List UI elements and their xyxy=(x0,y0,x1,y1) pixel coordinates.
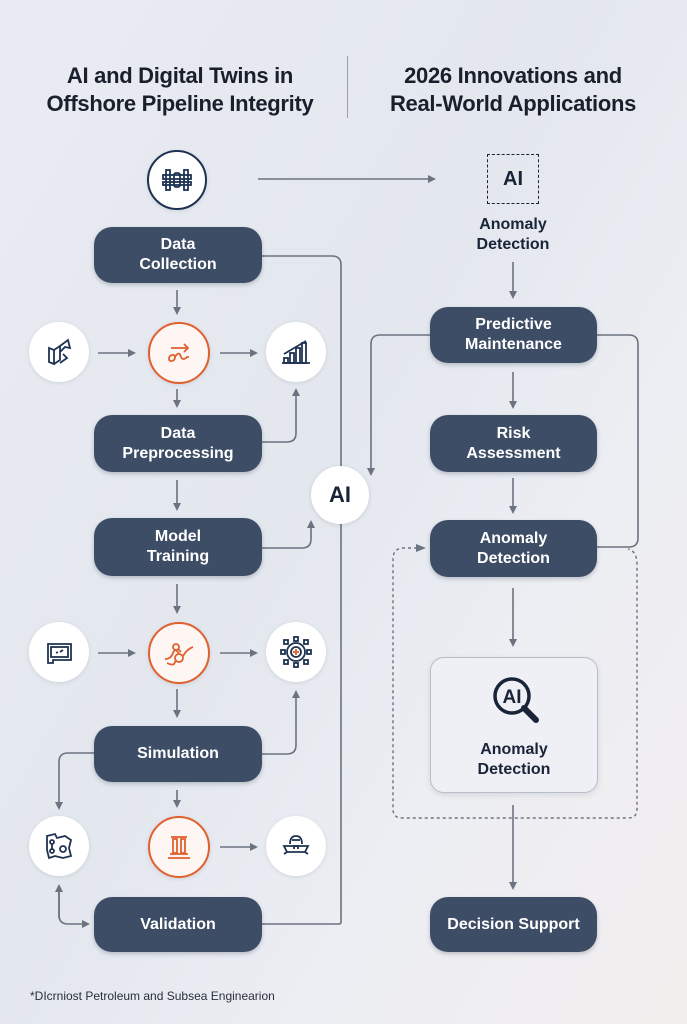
node-label: Data xyxy=(160,424,196,442)
card-label: Anomaly Detection xyxy=(431,740,597,780)
ai-magnifier-icon: AI xyxy=(493,677,539,723)
label-line: Detection xyxy=(476,236,550,253)
node-label: Collection xyxy=(139,256,217,273)
footnote: *DIcrniost Petroleum and Subsea Enginear… xyxy=(30,989,275,1003)
right-title: 2026 Innovations and Real-World Applicat… xyxy=(357,62,669,118)
ai-hub-label: AI xyxy=(329,482,351,507)
ai-hub[interactable]: AI xyxy=(311,466,369,524)
pipeline-valve-icon-circle xyxy=(147,150,207,210)
gear-target-icon-circle xyxy=(266,622,326,682)
node-label: Maintenance xyxy=(465,336,562,353)
ai-magnifier-label: AI xyxy=(503,687,522,708)
node-label: Preprocessing xyxy=(122,444,234,462)
analytics-flow-icon-circle xyxy=(148,622,210,684)
node-label: Data xyxy=(160,236,196,253)
bar-chart-icon xyxy=(282,340,310,364)
signal-wave-icon xyxy=(168,343,190,362)
subsea-vehicle-icon xyxy=(282,835,310,855)
pillars-icon xyxy=(168,836,190,859)
validation-node[interactable]: Validation xyxy=(94,897,262,952)
circuit-map-icon xyxy=(46,832,73,860)
bar-chart-icon-circle xyxy=(266,322,326,382)
left-title: AI and Digital Twins in Offshore Pipelin… xyxy=(20,62,340,118)
monitor-card-icon xyxy=(47,643,72,664)
left-title-line-1: AI and Digital Twins in xyxy=(66,63,294,88)
top-ai-badge: AI xyxy=(487,154,539,204)
node-label: Anomaly xyxy=(479,529,548,547)
node-label: Assessment xyxy=(466,444,561,462)
right-title-line-1: 2026 Innovations and xyxy=(404,63,622,88)
gear-target-icon xyxy=(280,636,312,668)
node-label: Predictive xyxy=(475,316,552,333)
node-label: Training xyxy=(146,548,210,565)
anomaly-detection-card[interactable]: AI Anomaly Detection xyxy=(430,657,598,793)
pillars-icon-circle xyxy=(148,816,210,878)
label-line: Anomaly xyxy=(479,216,547,233)
left-title-line-2: Offshore Pipeline Integrity xyxy=(46,91,314,116)
ai-badge-label: AI xyxy=(503,167,523,190)
label-line: Detection xyxy=(477,761,551,778)
node-label: Risk xyxy=(496,424,531,442)
node-label: Model xyxy=(154,528,202,545)
direction-arrows-icon-circle xyxy=(29,322,89,382)
direction-arrows-icon xyxy=(48,338,72,366)
circuit-map-icon-circle xyxy=(29,816,89,876)
top-anomaly-detection-label: Anomaly Detection xyxy=(450,215,576,255)
monitor-card-icon-circle xyxy=(29,622,89,682)
analytics-flow-icon xyxy=(164,643,194,666)
decision-support-node[interactable]: Decision Support xyxy=(430,897,597,952)
pipeline-valve-icon xyxy=(162,169,192,191)
node-label: Validation xyxy=(140,915,216,933)
node-label: Detection xyxy=(477,549,550,567)
title-divider xyxy=(347,56,348,118)
node-label: Decision Support xyxy=(447,915,580,933)
signal-wave-icon-circle xyxy=(148,322,210,384)
simulation-node[interactable]: Simulation xyxy=(94,726,262,782)
node-label: Simulation xyxy=(137,745,219,762)
right-title-line-2: Real-World Applications xyxy=(389,91,637,116)
label-line: Anomaly xyxy=(480,741,548,758)
subsea-vehicle-icon-circle xyxy=(266,816,326,876)
